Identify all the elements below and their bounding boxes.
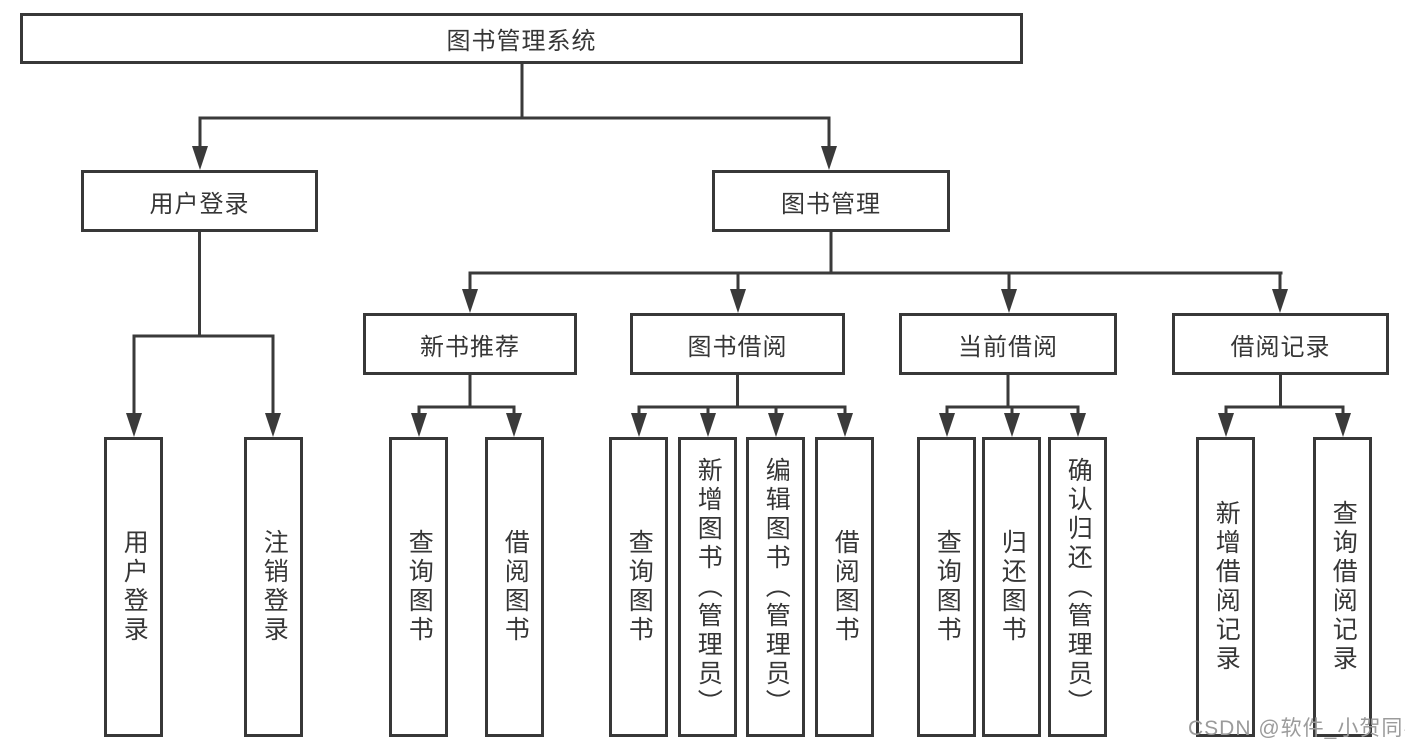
node-book-borrowing: 图书借阅 — [630, 313, 845, 375]
node-root-library-system: 图书管理系统 — [20, 13, 1023, 64]
leaf-newbooks-borrow-books: 借阅图书 — [485, 437, 544, 737]
leaf-records-query-borrow-record: 查询借阅记录 — [1313, 437, 1372, 737]
leaf-borrow-edit-books-admin: 编辑图书（管理员） — [746, 437, 805, 737]
leaf-logout: 注销登录 — [244, 437, 303, 737]
node-borrowing-records: 借阅记录 — [1172, 313, 1389, 375]
leaf-current-return-books: 归还图书 — [982, 437, 1041, 737]
leaf-borrow-add-books-admin: 新增图书（管理员） — [678, 437, 737, 737]
node-current-borrowing: 当前借阅 — [899, 313, 1117, 375]
leaf-user-login: 用户登录 — [104, 437, 163, 737]
leaf-current-confirm-return-admin: 确认归还（管理员） — [1048, 437, 1107, 737]
node-new-book-recommendation: 新书推荐 — [363, 313, 577, 375]
node-book-management: 图书管理 — [712, 170, 950, 232]
leaf-current-query-books: 查询图书 — [917, 437, 976, 737]
node-user-login: 用户登录 — [81, 170, 318, 232]
leaf-borrow-query-books: 查询图书 — [609, 437, 668, 737]
csdn-watermark: CSDN @软件_小贺同学 — [1188, 717, 1405, 740]
leaf-records-add-borrow-record: 新增借阅记录 — [1196, 437, 1255, 737]
leaf-borrow-borrow-books: 借阅图书 — [815, 437, 874, 737]
leaf-newbooks-query-books: 查询图书 — [389, 437, 448, 737]
